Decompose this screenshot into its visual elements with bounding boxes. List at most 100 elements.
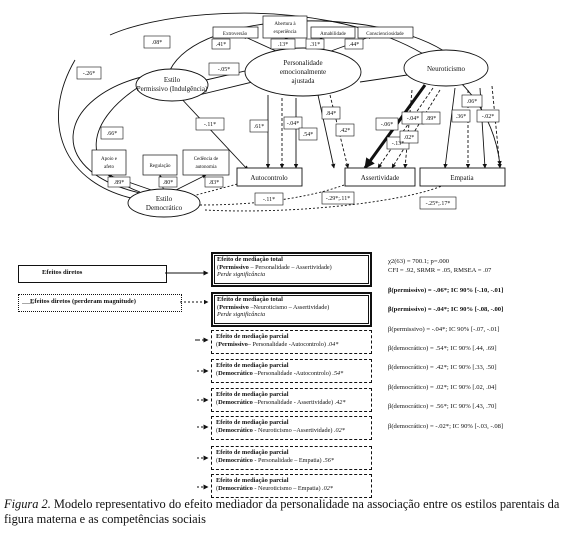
coef-perm-auto: -.11* [204, 122, 216, 128]
coefficient-labels: .08* -.05* -.26* .66* -.11* .61* -.04* .… [83, 40, 495, 207]
coef-neuro-emp-b: .36* [456, 114, 467, 120]
load-regulacao: .80* [163, 180, 174, 186]
fit-chi-square: χ2(63) = 700.1; p=.000 [388, 258, 450, 265]
coef-left-inner: .66* [107, 131, 118, 137]
mb1-role: Permissivo [219, 263, 249, 271]
coef-neuro-emp-c: .06* [467, 99, 478, 105]
load-abertura: .13* [278, 42, 289, 48]
coef-pers-auto-b: -.04* [287, 121, 300, 127]
mb8-value: .02* [322, 484, 333, 492]
legend-direct-label: Efeitos diretos [42, 269, 83, 276]
indicator-boxes [91, 15, 414, 176]
mb3-text: – Personalidade -Autocontrolo) [247, 340, 326, 348]
ind-abertura-2: experiência [273, 30, 297, 35]
democratico-line2: Democrático [146, 204, 183, 212]
mb6-text: - Neuroticismo –Assertividade) [252, 426, 333, 434]
ci-2: β(permissivo) = -.04*; IC 90% [-.08, -.0… [388, 306, 504, 313]
coef-neuro-asse-a: -.06* [381, 122, 394, 128]
coef-neuro-emp-a: .89* [426, 116, 437, 122]
box-empatia [419, 167, 506, 187]
mb2-note: Perde significância [217, 311, 266, 319]
mb2-title: Efeito de mediação total [217, 296, 283, 303]
mb1-note: Perde significância [217, 271, 266, 279]
mb1-text: – Personalidade – Assertividade) [248, 263, 332, 271]
ind-extroversao: Extroversão [223, 32, 248, 37]
node-democratico [127, 188, 201, 218]
mb7-text: - Personalidade – Empatia) [252, 456, 322, 464]
latent-nodes [127, 47, 489, 218]
load-extroversao: .41* [216, 42, 227, 48]
personalidade-line1: Personalidade [283, 59, 322, 67]
mediation-box-2: Efeito de mediação total (Permissivo –Ne… [211, 292, 372, 327]
ind-apoio-2: afeto [104, 165, 114, 170]
load-conscienciosidade: .44* [349, 42, 360, 48]
fit-indices: CFI = .92, SRMR = .05, RMSEA = .07 [388, 267, 492, 274]
ci-5: β(democrático) = .42*; IC 90% [.33, .50] [388, 364, 497, 371]
coef-dem-auto: -.11* [263, 197, 275, 203]
ind-regulacao: Regulação [149, 164, 171, 169]
permissivo-line2: Permissivo (Indulgência) [137, 85, 208, 93]
coef-neuro-emp-d: -.02* [482, 114, 495, 120]
autocontrolo-label: Autocontrolo [250, 174, 288, 182]
legend-direct-lost-label: Efeitos diretos (perderam magnitude) [30, 298, 136, 305]
mb4-role: Democrático [218, 369, 253, 377]
box-autocontrolo [236, 167, 303, 187]
outcome-boxes [236, 167, 506, 187]
box-assertividade [344, 167, 416, 187]
legend-direct-lost-box [18, 294, 182, 312]
ci-4: β(democrático) = .54*; IC 90% [.44, .69] [388, 345, 497, 352]
coef-neuro-mid: .02* [404, 135, 415, 141]
mb4-text: –Personalidade -Autocontrolo) [252, 369, 331, 377]
mb4-value: .54* [332, 369, 344, 377]
ci-7: β(democrático) = .56*; IC 90% [.43, .70] [388, 403, 497, 410]
legend-arrows [165, 270, 209, 490]
mb7-title: Efeito de mediação parcial [216, 449, 289, 456]
personalidade-line3: ajustada [292, 77, 316, 85]
ci-8: β(democrático) = -.02*; IC 90% [-.03, -.… [388, 423, 504, 430]
mb5-value: .42* [334, 398, 346, 406]
node-labels: Estilo Permissivo (Indulgência) Personal… [137, 59, 475, 212]
mb2-text: –Neuroticismo – Assertividade) [248, 303, 330, 311]
ci-3: β(permissivo) = -.04*; IC 90% [-.07, -.0… [388, 326, 500, 333]
legend-dotted-arrow-mark: ...... [22, 297, 34, 306]
permissivo-line1: Estilo [164, 76, 181, 84]
load-cedencia: .83* [209, 180, 220, 186]
personalidade-line2: emocionalmente [280, 68, 326, 76]
load-apoio: .89* [114, 180, 125, 186]
coef-dem-emp: -.25*;.17* [426, 201, 451, 207]
empatia-label: Empatia [450, 174, 474, 182]
mb6-role: Democrático [218, 426, 253, 434]
legend-direct-box [18, 265, 167, 283]
ind-cedencia-2: autonomia [195, 165, 217, 170]
mediation-box-7: Efeito de mediação parcial (Democrático … [211, 446, 372, 470]
neuroticismo-label: Neuroticismo [427, 65, 466, 73]
loading-labels: .41* .13* .31* .44* .89* .80* .83* [114, 42, 360, 186]
mb5-title: Efeito de mediação parcial [216, 391, 289, 398]
mb3-value: .04* [327, 340, 339, 348]
coef-pers-auto-a: .61* [254, 124, 265, 130]
democratico-line1: Estilo [156, 195, 173, 203]
coef-pers-asse-a: .84* [326, 111, 337, 117]
mb3-role: Permissivo [218, 340, 248, 348]
load-amabilidade: .31* [310, 42, 321, 48]
node-permissivo [135, 68, 209, 102]
mb5-role: Democrático [218, 398, 253, 406]
mediation-box-1: Efeito de mediação total (Permissivo – P… [211, 252, 372, 287]
mediation-box-5: Efeito de mediação parcial (Democrático … [211, 388, 372, 412]
mediation-box-4: Efeito de mediação parcial (Democrático … [211, 359, 372, 383]
ind-cedencia-1: Cedência de [194, 157, 219, 162]
mb8-title: Efeito de mediação parcial [216, 477, 289, 484]
assertividade-label: Assertividade [361, 174, 400, 182]
figure-caption: Figura 2. Modelo representativo do efeit… [4, 497, 574, 527]
ind-abertura-1: Abertura à [274, 22, 296, 27]
coef-top-outer: .08* [152, 40, 163, 46]
node-neuroticismo [403, 49, 489, 87]
ind-conscienciosidade: Conscienciosidade [366, 32, 404, 37]
mb2-role: Permissivo [219, 303, 249, 311]
caption-label: Figura 2. [4, 497, 51, 511]
mb7-value: .56* [323, 456, 334, 464]
coef-perm-pers: -.05* [218, 67, 231, 73]
coef-left-outer: -.26* [83, 71, 96, 77]
mb6-value: .02* [333, 426, 345, 434]
